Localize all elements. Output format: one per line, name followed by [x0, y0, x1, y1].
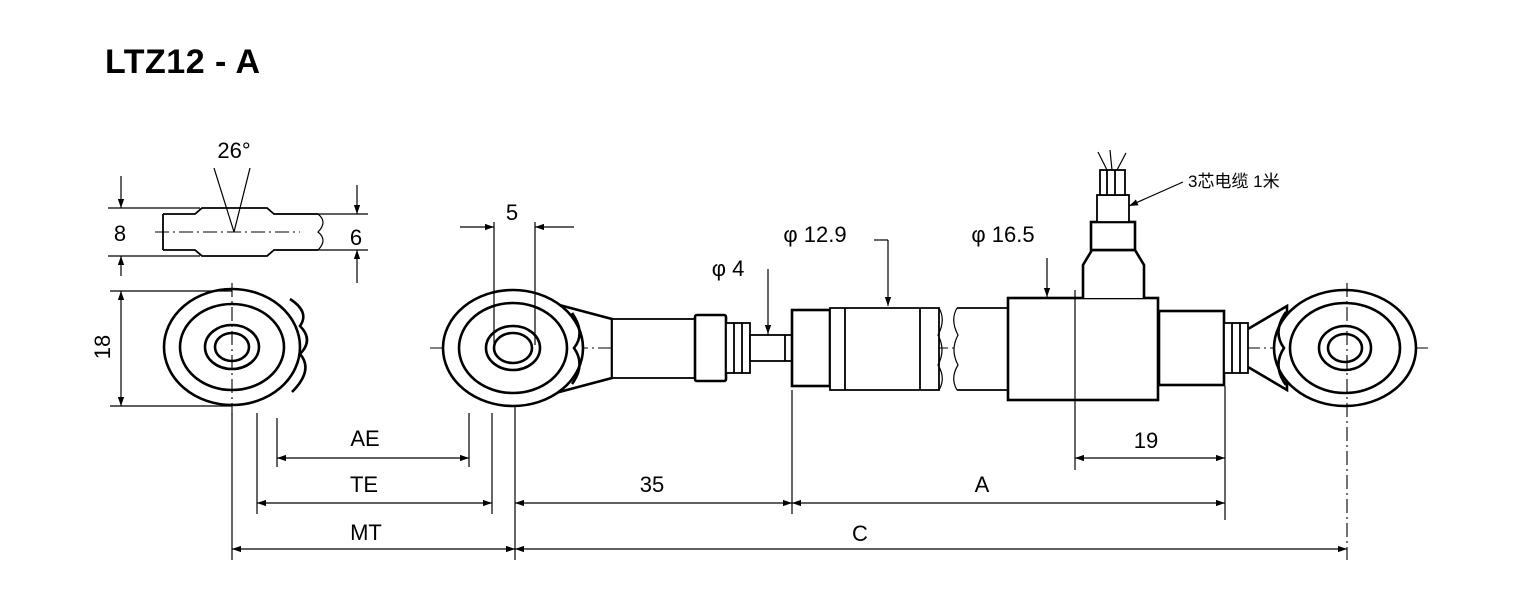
- phi12-9-collar: [790, 308, 832, 388]
- angle-line-right: [233, 167, 251, 233]
- ball-width-label: 5: [506, 200, 518, 225]
- angle-line-left: [213, 167, 235, 233]
- cable-sleeve: [1096, 194, 1130, 223]
- left-rod-end: [441, 222, 793, 408]
- bottom-dimensions: [231, 386, 1347, 560]
- cable-connector: [1081, 149, 1184, 298]
- right-eye-bore: [1326, 332, 1364, 364]
- dim-a-label: A: [975, 472, 990, 497]
- page-title: LTZ12 - A: [105, 43, 261, 81]
- phi16-5-label: φ 16.5: [971, 222, 1034, 247]
- rod-end-bore: [492, 331, 534, 365]
- right-eye-inner-ring: [1317, 324, 1373, 372]
- phi16-5-body: [953, 258, 1249, 470]
- te-label: TE: [350, 472, 378, 497]
- right-eye-outer-ring: [1272, 288, 1418, 408]
- sensor-end-cap: [1157, 309, 1226, 387]
- cable-wire-3: [1116, 152, 1127, 171]
- lock-nut: [693, 313, 728, 383]
- phi12-9-body: [790, 239, 943, 391]
- rod-end-neck: [611, 318, 697, 379]
- side-view-profile: [108, 167, 368, 283]
- connector-gland: [1089, 220, 1137, 252]
- ae-label: AE: [350, 426, 379, 451]
- right-eye-middle-ring: [1288, 301, 1402, 395]
- dim-35-label: 35: [640, 472, 664, 497]
- left-eye-view: [110, 283, 309, 415]
- cable-wire-2: [1109, 149, 1113, 171]
- phi12-9-label: φ 12.9: [783, 222, 846, 247]
- dim-c-label: C: [852, 521, 868, 546]
- right-rod-end: [1247, 283, 1418, 560]
- eye-height-label: 18: [90, 335, 115, 359]
- cable-jacket: [1099, 169, 1126, 196]
- thickness-outer-label: 8: [114, 221, 126, 246]
- phi4-label: φ 4: [712, 256, 745, 281]
- thickness-inner-label: 6: [350, 225, 362, 250]
- threaded-stud: [725, 322, 751, 374]
- cable-leader: [1128, 181, 1184, 207]
- mt-label: MT: [350, 520, 382, 545]
- rod-end-inner-ring: [484, 324, 542, 372]
- cable-wire-1: [1097, 151, 1108, 171]
- right-threaded-stud: [1223, 322, 1249, 374]
- rod-end-outer-ring: [441, 288, 585, 408]
- cable-label: 3芯电缆 1米: [1188, 172, 1280, 191]
- rod-end-middle-ring: [457, 301, 569, 395]
- sensor-main-body: [1006, 296, 1160, 402]
- dim-19-label: 19: [1134, 428, 1158, 453]
- angle-label: 26°: [217, 138, 250, 163]
